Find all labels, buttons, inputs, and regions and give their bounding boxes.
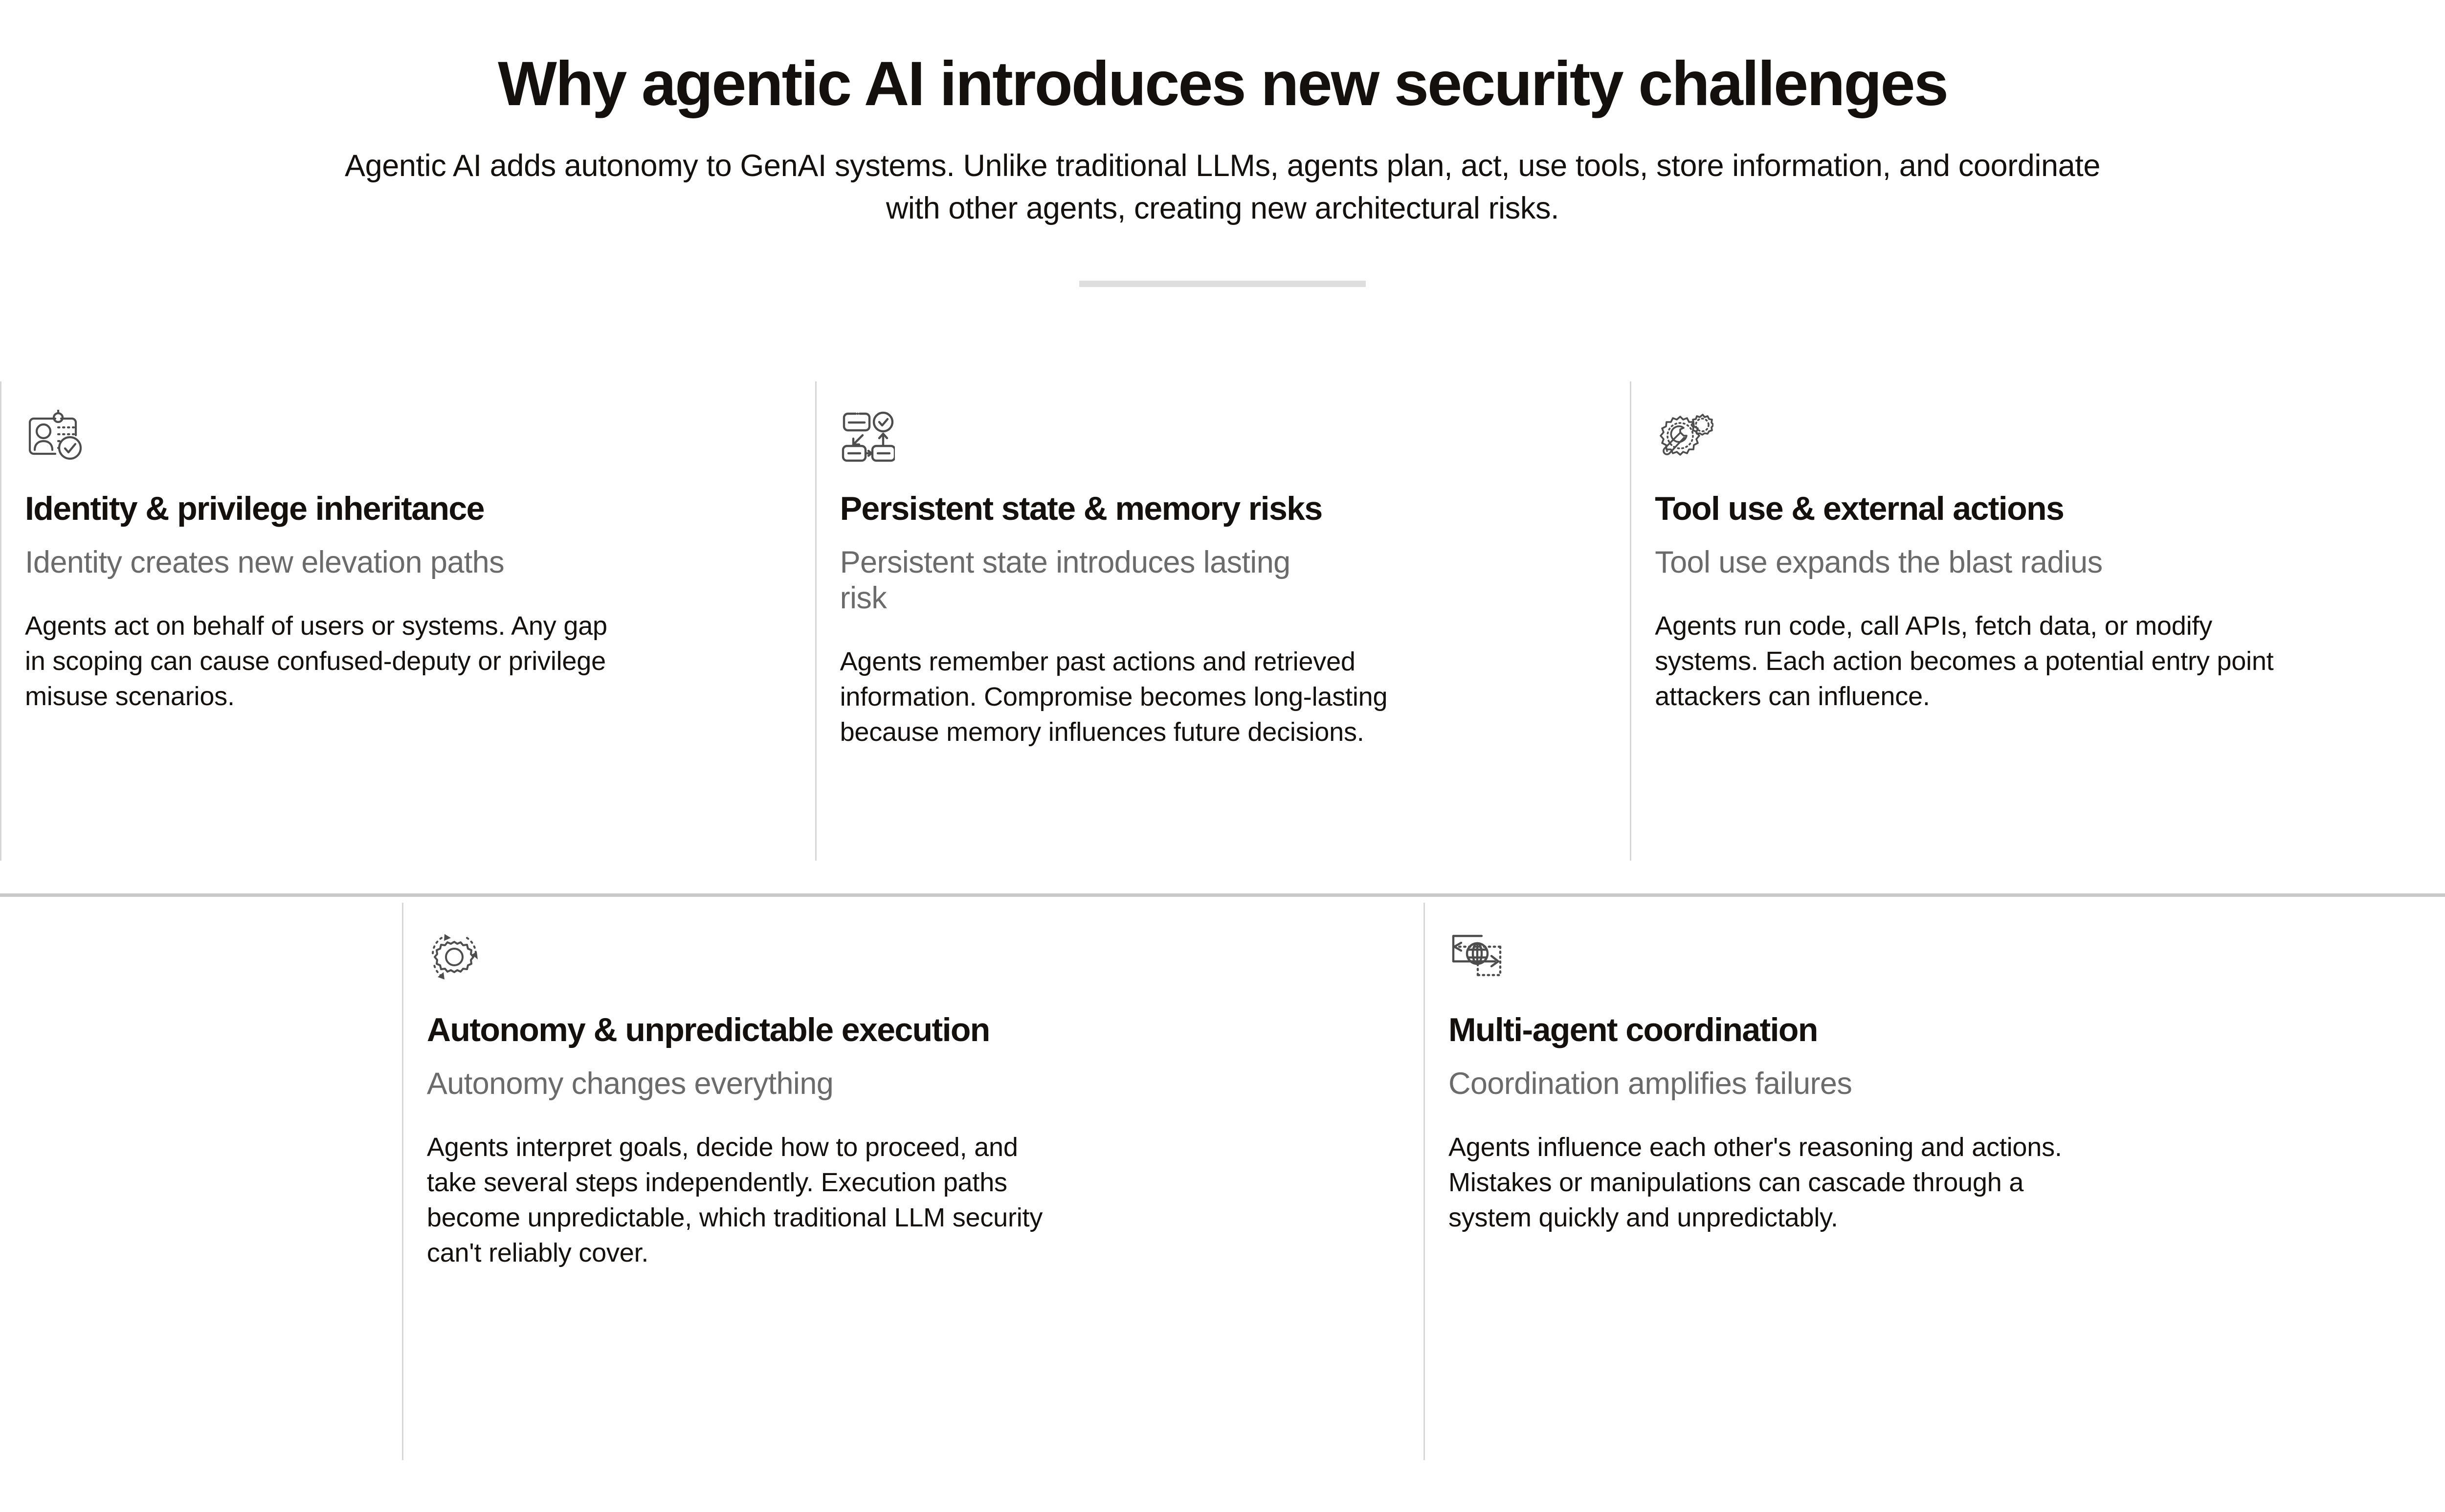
process-flow-verified-icon — [840, 410, 904, 467]
globe-exchange-arrows-icon — [1448, 931, 1512, 989]
card-body: Agents run code, call APIs, fetch data, … — [1655, 611, 2274, 711]
card-title: Persistent state & memory risks — [840, 490, 1323, 527]
card-subtitle: Coordination amplifies failures — [1448, 1067, 1852, 1101]
card-column-4: Autonomy & unpredictable execution Auton… — [401, 903, 1423, 1460]
card-column-3: Tool use & external actions Tool use exp… — [1630, 381, 2445, 861]
card-identity-privilege-inheritance: Identity & privilege inheritance Identit… — [0, 381, 756, 861]
wrench-gears-icon — [1655, 410, 1718, 467]
card-column-2: Persistent state & memory risks Persiste… — [815, 381, 1630, 861]
card-subtitle: Identity creates new elevation paths — [25, 545, 505, 580]
card-autonomy-unpredictable-execution: Autonomy & unpredictable execution Auton… — [401, 903, 1423, 1460]
card-multi-agent-coordination: Multi-agent coordination Coordination am… — [1423, 903, 2445, 1460]
gear-rotating-arrows-icon — [427, 931, 490, 989]
header: Why agentic AI introduces new security c… — [0, 0, 2445, 287]
page-title: Why agentic AI introduces new security c… — [498, 49, 1949, 119]
card-subtitle: Tool use expands the blast radius — [1655, 545, 2103, 580]
card-title: Identity & privilege inheritance — [25, 490, 485, 527]
card-title: Tool use & external actions — [1655, 490, 2065, 527]
header-divider-wrap — [0, 280, 2445, 287]
bottom-row-spacer — [0, 903, 402, 1460]
row-divider — [0, 893, 2445, 897]
id-badge-verified-icon — [25, 410, 89, 467]
cards-row-bottom: Autonomy & unpredictable execution Auton… — [0, 903, 2445, 1460]
card-body: Agents act on behalf of users or systems… — [25, 611, 607, 711]
card-body: Agents remember past actions and retriev… — [840, 647, 1388, 747]
card-column-1: Identity & privilege inheritance Identit… — [0, 381, 815, 861]
page-subtitle: Agentic AI adds autonomy to GenAI system… — [345, 148, 2100, 225]
card-title: Autonomy & unpredictable execution — [426, 1011, 990, 1048]
card-persistent-state-memory-risks: Persistent state & memory risks Persiste… — [815, 381, 1572, 861]
card-body: Agents interpret goals, decide how to pr… — [426, 1133, 1043, 1267]
card-title: Multi-agent coordination — [1448, 1011, 1818, 1048]
card-subtitle: Persistent state introduces lasting risk — [840, 545, 1291, 616]
card-body: Agents influence each other's reasoning … — [1448, 1133, 2062, 1232]
header-divider — [1079, 280, 1366, 287]
cards-row-top: Identity & privilege inheritance Identit… — [0, 381, 2445, 861]
card-tool-use-external-actions: Tool use & external actions Tool use exp… — [1630, 381, 2386, 861]
card-column-5: Multi-agent coordination Coordination am… — [1423, 903, 2445, 1460]
card-subtitle: Autonomy changes everything — [426, 1067, 834, 1101]
